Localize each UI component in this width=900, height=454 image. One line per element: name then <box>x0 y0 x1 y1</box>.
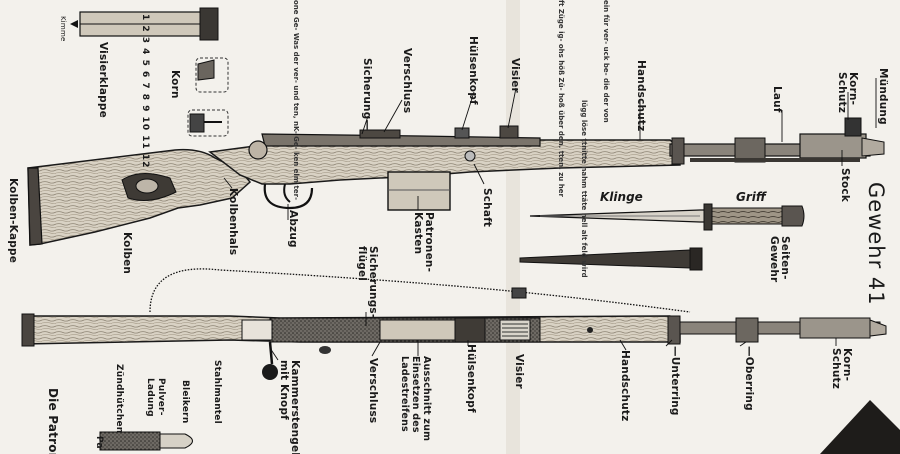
cartridge <box>99 431 193 451</box>
lower-bolt-carrier <box>379 319 459 341</box>
upper-bolt <box>359 129 401 139</box>
lower-bolt-knob <box>262 364 278 380</box>
label-pa: Pa <box>94 436 104 449</box>
label-verschluss-upper: Verschluss <box>401 48 413 114</box>
lower-receiver-head <box>454 317 486 343</box>
label-kimme: Kimme <box>59 16 67 42</box>
lower-rifle <box>21 268 887 380</box>
butt-emblem-disc <box>135 178 159 194</box>
label-korn: Korn <box>169 70 181 99</box>
text-column-3: ein für ver- uck be- die der von <box>602 0 610 123</box>
bayonet <box>519 203 805 271</box>
upper-trigger-guard <box>263 183 314 210</box>
label-klinge: Klinge <box>600 190 643 204</box>
diagram-title: Gewehr 41 <box>864 182 888 306</box>
label-kolben: Kolben <box>121 232 133 275</box>
label-kolben-kappe: Kolben-Kappe <box>7 178 19 264</box>
label-kolbenhals: Kolbenhals <box>227 188 239 256</box>
label-die-patrone: Die Patron <box>46 388 60 454</box>
lower-magazine-spring <box>499 319 531 341</box>
upper-receiver <box>261 133 541 147</box>
label-korn-schutz-upper: Korn-Schutz <box>836 72 859 114</box>
label-seitengewehr: Seiten-Gewehr <box>768 236 791 283</box>
lower-lower-band <box>667 315 681 345</box>
label-patronen-kasten: Patronen-Kasten <box>412 212 435 273</box>
label-stock: Stock <box>839 168 851 203</box>
label-korn-schutz-lower: Korn-Schutz <box>830 348 853 390</box>
label-sicherung: Sicherung— <box>361 58 373 131</box>
upper-handguard-band <box>671 137 685 165</box>
upper-muzzle-tip <box>861 137 885 157</box>
upper-stock-screw <box>464 150 476 162</box>
cartridge-bullet <box>159 433 193 449</box>
upper-sight-block <box>499 125 519 139</box>
bayonet-pommel <box>781 205 805 227</box>
upper-rear-sight <box>454 127 470 139</box>
label-verschluss-lower: Verschluss <box>367 358 379 424</box>
upper-bolt-knob <box>248 140 268 160</box>
label-stahlmantel: Stahlmantel <box>212 360 222 424</box>
label-zuendhuetchen: Zündhütchen <box>114 364 124 434</box>
label-visier-upper: Visier <box>509 58 521 93</box>
label-bleikern: Bleikern <box>180 380 190 424</box>
label-sicherungsfluegel: Sicherungs-flügel <box>356 246 379 319</box>
visierklappe-scale-digits: 1 2 3 4 5 6 7 8 9 10 11 12 <box>140 14 150 169</box>
corner-badge <box>820 400 900 454</box>
upper-front-sight <box>844 117 862 137</box>
label-schaft: Schaft <box>481 188 493 228</box>
text-column-2: ft Züge ig- ohs höß Zü- hoß über den. tt… <box>557 0 565 197</box>
bayonet-scabbard <box>519 249 699 269</box>
text-column-1: one Ge- Was der ver- und ten, nK- Ge- ke… <box>292 0 300 200</box>
label-visier-lower: Visier <box>513 354 525 389</box>
label-pulverladung: Pulver-Ladung <box>145 378 166 417</box>
label-huelsenkopf-lower: Hülsenkopf <box>465 344 477 413</box>
label-handschutz-lower: Handschutz <box>619 350 631 422</box>
bayonet-grip <box>711 207 783 225</box>
korn-inset <box>187 57 229 137</box>
lower-butt-plate <box>21 313 35 347</box>
cartridge-case <box>99 431 161 451</box>
sight-inset <box>70 7 219 41</box>
upper-trigger <box>283 183 291 203</box>
label-muendung: Mündung <box>877 68 889 125</box>
label-huelsenkopf-upper: Hülsenkopf <box>467 36 479 105</box>
lower-upper-band <box>735 317 759 343</box>
bayonet-guard <box>703 203 713 231</box>
upper-rifle <box>27 117 885 246</box>
label-oberring: —Oberring <box>743 346 755 411</box>
text-column-4: lügg löse ttnitte nahm ttäte nell alt fe… <box>580 100 588 278</box>
label-griff: Griff <box>736 190 766 204</box>
upper-muzzle <box>799 133 867 159</box>
label-unterring: —Unterring <box>669 346 681 416</box>
label-lauf: Lauf <box>771 86 783 113</box>
label-abzug: Abzug <box>287 210 299 248</box>
lower-muzzle <box>799 317 871 339</box>
sling <box>149 268 691 313</box>
upper-butt-plate <box>27 167 43 246</box>
label-handschutz-upper: Handschutz <box>635 60 647 132</box>
label-visierklappe: Visierklappe <box>97 42 109 118</box>
upper-magazine <box>387 171 451 211</box>
upper-cleaning-rod <box>690 158 860 162</box>
leader-lines <box>223 78 877 361</box>
